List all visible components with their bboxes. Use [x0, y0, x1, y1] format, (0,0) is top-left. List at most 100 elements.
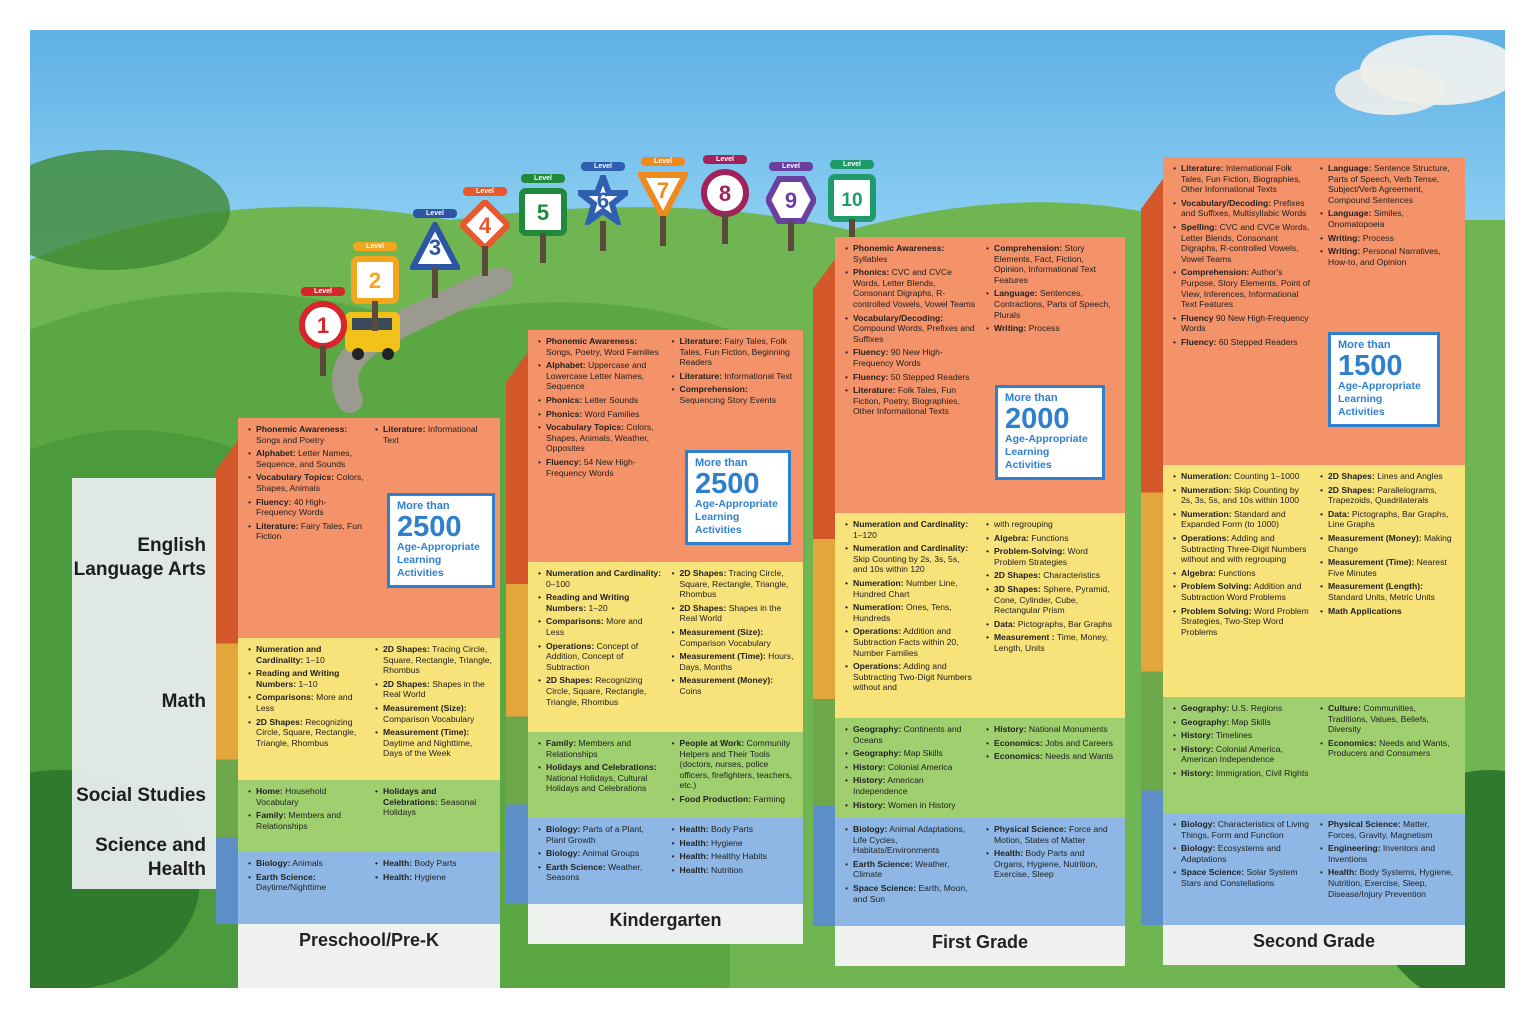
topic-detail: National Monuments — [1026, 724, 1108, 734]
topic-heading: Vocabulary/Decoding: — [1181, 197, 1272, 208]
topic-heading: Literature: — [383, 424, 426, 434]
down-triangle-sign-icon: 7 — [638, 172, 688, 220]
topic-detail: Farming — [751, 793, 786, 804]
topic-detail: More and Less — [256, 692, 353, 713]
grade-label: First Grade — [835, 926, 1125, 966]
sign-post — [482, 246, 488, 276]
topic-detail: Colonial America, American Independence — [1181, 743, 1283, 765]
math-band: Numeration and Cardinality: 1–120Numerat… — [835, 513, 1125, 718]
topic-item: History: Colonial America, American Inde… — [1173, 743, 1310, 765]
topic-detail: Healthy Habits — [708, 851, 767, 862]
topic-item: Literature: Fairy Tales, Folk Tales, Fun… — [672, 336, 796, 368]
topic-detail: Comparison Vocabulary — [383, 713, 475, 724]
topic-detail: Story Elements, Fact, Fiction, Opinion, … — [994, 243, 1097, 285]
topic-detail: Women in History — [885, 799, 956, 810]
topic-column: History: National MonumentsEconomics: Jo… — [986, 724, 1117, 814]
ela-band: Phonemic Awareness: Songs, Poetry, Word … — [528, 330, 803, 562]
topic-heading: Health: — [1328, 867, 1358, 878]
topic-detail: Sentences, Contractions, Parts of Speech… — [994, 288, 1111, 320]
topic-item: Numeration: Counting 1–1000 — [1173, 471, 1310, 482]
topic-heading: Math Applications — [1328, 605, 1402, 616]
topic-item: Literature: Informational Text — [375, 424, 492, 445]
topic-item: Comprehension: Author's Purpose, Story E… — [1173, 267, 1310, 309]
topic-item: Measurement (Time): Hours, Days, Months — [672, 651, 796, 672]
level-tag: Level — [581, 162, 625, 171]
topic-detail: Colors, Shapes, Animals — [256, 472, 364, 493]
topic-detail: Parallelograms, Trapezoids, Quadrilatera… — [1328, 484, 1437, 506]
topic-detail: Personal Narratives, How-to, and Opinion — [1328, 246, 1441, 267]
topic-heading: History: — [1181, 743, 1214, 754]
level-number: 10 — [841, 190, 862, 211]
topic-detail: Animals — [290, 858, 323, 868]
topic-detail: More and Less — [546, 616, 643, 637]
topic-detail: Time, Money, Length, Units — [994, 632, 1108, 653]
topic-heading: Operations: — [853, 661, 902, 672]
topic-heading: Reading and Writing Numbers: — [256, 668, 340, 689]
topic-item: People at Work: Community Helpers and Th… — [672, 738, 796, 791]
level-sign-7: Level 7 — [638, 150, 688, 246]
topic-heading: Measurement (Money): — [679, 675, 774, 686]
sign-post — [372, 301, 378, 331]
level-tag: Level — [641, 157, 685, 166]
topic-detail: Force and Motion, States of Matter — [994, 824, 1108, 845]
topic-item: Comparisons: More and Less — [538, 616, 662, 637]
topic-item: Language: Sentences, Contractions, Parts… — [986, 288, 1117, 320]
grade-label: Kindergarten — [528, 904, 803, 944]
topic-heading: Reading and Writing Numbers: — [546, 592, 630, 613]
topic-detail: Characteristics of Living Things, Form a… — [1181, 819, 1309, 840]
topic-item: Fluency: 54 New High-Frequency Words — [538, 457, 662, 478]
ss-band: Home: Household VocabularyFamily: Member… — [238, 780, 500, 852]
topic-detail: Fairy Tales, Fun Fiction — [256, 520, 362, 542]
topic-detail: Community Helpers and Their Tools (docto… — [679, 738, 793, 791]
topic-detail: Needs and Wants, Producers and Consumers — [1328, 737, 1450, 759]
topic-item: Data: Pictographs, Bar Graphs, Line Grap… — [1320, 508, 1457, 530]
square-sign-icon: 10 — [828, 174, 876, 222]
topic-item: 2D Shapes: Shapes in the Real World — [375, 678, 492, 700]
circle-sign-icon: 8 — [701, 169, 749, 217]
topic-heading: Fluency: — [853, 371, 889, 382]
topic-heading: Writing: — [994, 323, 1027, 334]
sign-post — [432, 268, 438, 298]
level-tag: Level — [769, 162, 813, 171]
topic-item: Vocabulary/Decoding: Prefixes and Suffix… — [1173, 197, 1310, 219]
topic-item: 2D Shapes: Recognizing Circle, Square, R… — [538, 675, 662, 707]
topic-heading: 2D Shapes: — [383, 644, 430, 654]
topic-heading: Engineering: — [1328, 843, 1381, 854]
topic-column: Numeration and Cardinality: 1–10Reading … — [248, 644, 365, 776]
topic-detail: 50 Stepped Readers — [888, 371, 970, 382]
topic-item: Measurement (Time): Nearest Five Minutes — [1320, 557, 1457, 578]
topic-item: Phonics: Letter Sounds — [538, 395, 662, 406]
topic-item: Fluency: 50 Stepped Readers — [845, 371, 976, 383]
topic-heading: Vocabulary/Decoding: — [853, 312, 944, 323]
topic-item: Algebra: Functions — [986, 533, 1117, 544]
topic-heading: Comprehension: — [994, 243, 1063, 253]
topic-heading: Measurement (Size): — [679, 626, 764, 637]
topic-heading: Holidays and Celebrations: — [546, 762, 657, 773]
topic-detail: Pictographs, Bar Graphs, Line Graphs — [1328, 508, 1449, 530]
square-sign-icon: 5 — [519, 188, 567, 236]
topic-heading: 2D Shapes: — [1328, 484, 1375, 495]
topic-heading: Earth Science: — [546, 861, 606, 872]
topic-detail: Hygiene — [412, 871, 447, 882]
topic-detail: Colonial America — [885, 761, 953, 772]
level-number: 9 — [785, 188, 797, 213]
topic-heading: Phonemic Awareness: — [853, 243, 945, 253]
topic-heading: Family: — [256, 810, 287, 821]
topic-heading: Alphabet: — [546, 360, 586, 371]
topic-detail: Informational Text — [722, 370, 793, 381]
topic-item: 2D Shapes: Characteristics — [986, 570, 1117, 581]
star-sign-icon: 6 — [578, 175, 628, 225]
topic-detail: Shapes in the Real World — [383, 678, 485, 700]
topic-heading: Health: — [383, 858, 413, 868]
callout-number: 2500 — [695, 468, 760, 500]
callout-post: Age-Appropriate Learning Activities — [1338, 380, 1421, 418]
topic-detail: Word Families — [582, 408, 640, 419]
topic-heading: Phonemic Awareness: — [256, 424, 348, 434]
topic-heading: Family: — [546, 738, 577, 748]
topic-detail: Hours, Days, Months — [679, 651, 794, 672]
topic-column: Health: Body PartsHealth: Hygiene — [375, 858, 492, 920]
topic-detail: Letter Names, Sequence, and Sounds — [256, 448, 352, 469]
